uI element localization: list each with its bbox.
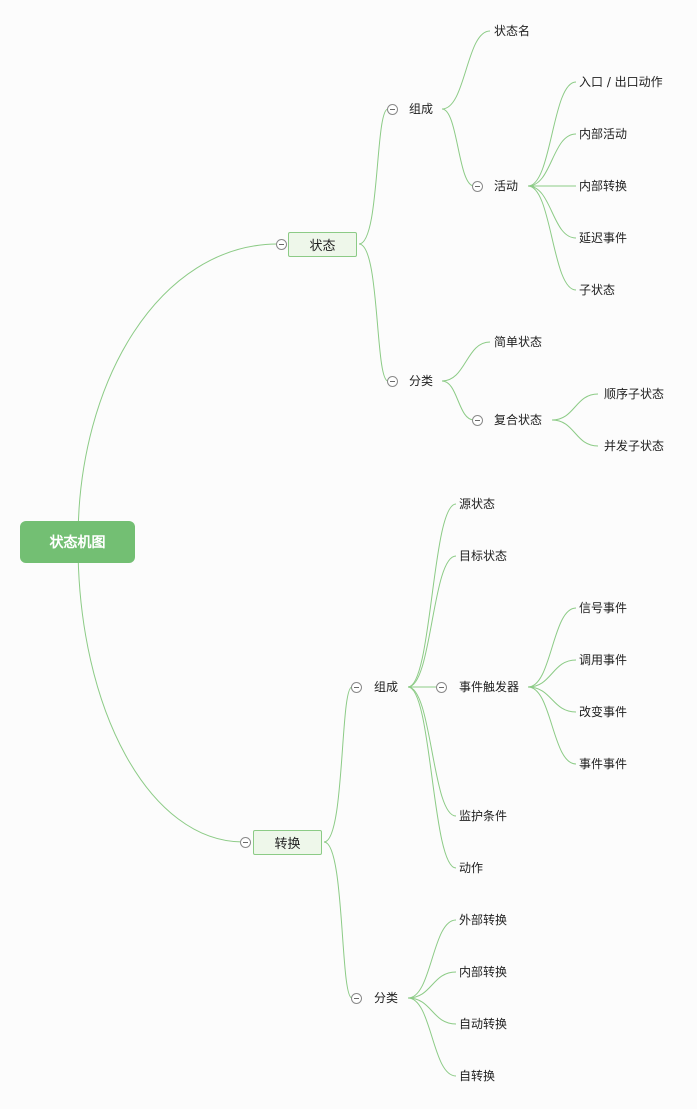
link-tcl-2 — [407, 971, 457, 999]
collapse-state-toggle-icon[interactable] — [276, 239, 287, 250]
node-transition-type[interactable]: 外部转换 — [459, 913, 508, 927]
link-tcl-3 — [407, 997, 457, 1025]
link-act-1 — [527, 81, 577, 187]
collapse-transition-toggle-icon[interactable] — [240, 837, 251, 848]
link-scl-composite — [441, 380, 475, 421]
collapse-composite-toggle-icon[interactable] — [472, 415, 483, 426]
node-source-state[interactable]: 源状态 — [459, 497, 496, 511]
node-trigger-item[interactable]: 调用事件 — [579, 653, 628, 667]
link-sc-activity — [441, 108, 475, 187]
node-transition-type[interactable]: 自动转换 — [459, 1017, 508, 1031]
link-state-classification — [358, 243, 389, 382]
node-simple-state[interactable]: 简单状态 — [494, 335, 543, 349]
node-guard-condition[interactable]: 监护条件 — [459, 809, 508, 823]
collapse-state-classification-toggle-icon[interactable] — [387, 376, 398, 387]
node-activity[interactable]: 活动 — [494, 179, 519, 193]
node-state-classification[interactable]: 分类 — [409, 374, 434, 388]
root-node[interactable]: 状态机图 — [20, 521, 135, 563]
link-root-transition — [77, 543, 244, 843]
collapse-transition-composition-toggle-icon[interactable] — [351, 682, 362, 693]
collapse-state-composition-toggle-icon[interactable] — [387, 104, 398, 115]
link-trig-2 — [527, 659, 577, 688]
link-comp-2 — [551, 419, 599, 447]
branch-node-transition[interactable]: 转换 — [253, 830, 322, 855]
collapse-trigger-toggle-icon[interactable] — [436, 682, 447, 693]
node-trigger-item[interactable]: 改变事件 — [579, 705, 628, 719]
node-activity-item[interactable]: 延迟事件 — [579, 231, 628, 245]
node-composite-item[interactable]: 顺序子状态 — [604, 387, 665, 401]
link-trans-classification — [323, 841, 353, 999]
node-activity-item[interactable]: 子状态 — [579, 283, 616, 297]
collapse-activity-toggle-icon[interactable] — [472, 181, 483, 192]
node-transition-type[interactable]: 自转换 — [459, 1069, 496, 1083]
link-state-composition — [358, 108, 389, 245]
node-composite-item[interactable]: 并发子状态 — [604, 439, 665, 453]
node-trigger-item[interactable]: 信号事件 — [579, 601, 628, 615]
node-target-state[interactable]: 目标状态 — [459, 549, 508, 563]
link-act-4 — [527, 185, 577, 239]
link-sc-name — [441, 30, 491, 110]
node-state-name[interactable]: 状态名 — [494, 24, 531, 38]
branch-node-state[interactable]: 状态 — [288, 232, 357, 257]
link-tc-action — [407, 686, 457, 869]
node-activity-item[interactable]: 内部活动 — [579, 127, 628, 141]
node-action[interactable]: 动作 — [459, 861, 484, 875]
link-scl-simple — [441, 341, 491, 382]
link-trig-1 — [527, 607, 577, 688]
link-tc-source — [407, 503, 457, 688]
node-event-trigger[interactable]: 事件触发器 — [459, 680, 520, 694]
link-trig-4 — [527, 686, 577, 765]
node-transition-classification[interactable]: 分类 — [374, 991, 399, 1005]
node-composite-state[interactable]: 复合状态 — [494, 413, 543, 427]
node-trigger-item[interactable]: 事件事件 — [579, 757, 628, 771]
link-trans-composition — [323, 686, 353, 843]
node-transition-type[interactable]: 内部转换 — [459, 965, 508, 979]
collapse-transition-classification-toggle-icon[interactable] — [351, 993, 362, 1004]
link-trig-3 — [527, 686, 577, 713]
node-activity-item[interactable]: 入口 / 出口动作 — [579, 75, 663, 89]
link-act-5 — [527, 185, 577, 291]
link-tc-target — [407, 555, 457, 688]
link-tcl-1 — [407, 919, 457, 999]
link-act-2 — [527, 133, 577, 187]
node-activity-item[interactable]: 内部转换 — [579, 179, 628, 193]
link-root-state — [77, 243, 278, 541]
node-state-composition[interactable]: 组成 — [409, 102, 434, 116]
link-tc-guard — [407, 686, 457, 817]
link-comp-1 — [551, 393, 599, 421]
node-transition-composition[interactable]: 组成 — [374, 680, 399, 694]
link-tcl-4 — [407, 997, 457, 1077]
